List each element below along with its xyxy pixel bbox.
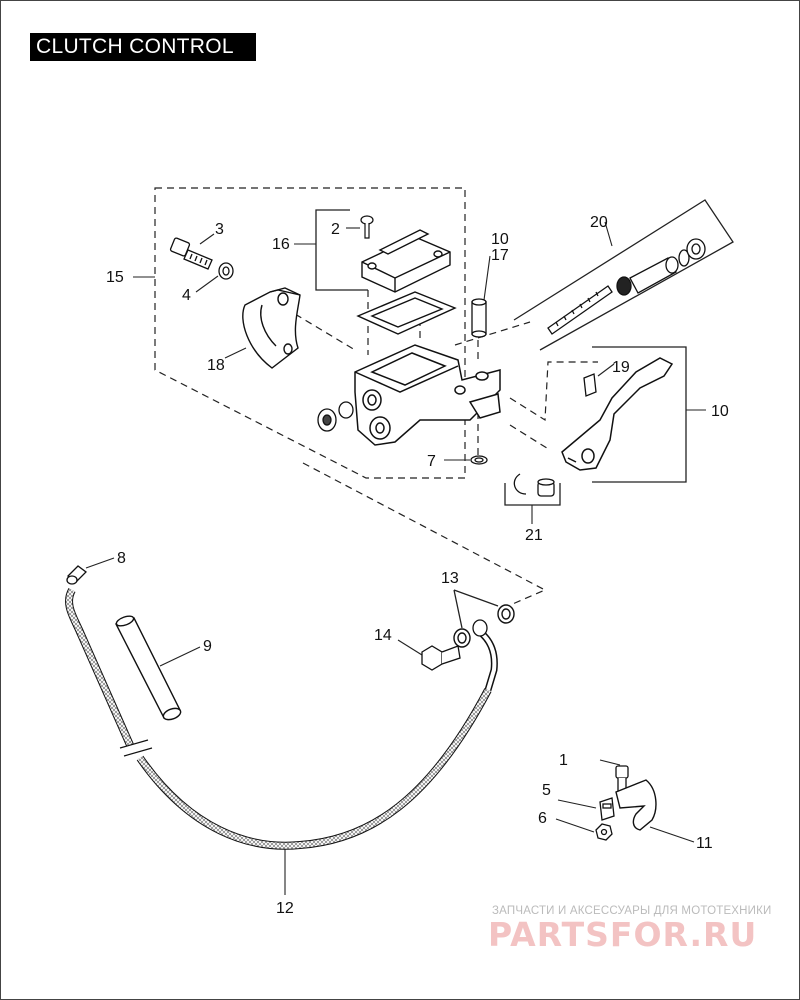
callout-7: 7 (427, 453, 436, 470)
bracket-13 (453, 589, 499, 629)
master-piston-leader (454, 321, 531, 346)
callout-12: 12 (276, 900, 294, 917)
part-11-hose-clip (615, 779, 657, 831)
part-7-retaining-ring (470, 455, 488, 465)
watermark-tagline: ЗАПЧАСТИ И АКСЕССУАРЫ ДЛЯ МОТОТЕХНИКИ (492, 905, 772, 917)
part-4-washer (218, 262, 234, 280)
callout-8: 8 (117, 550, 126, 567)
part-5-clamp (599, 797, 615, 821)
part-16-cover (361, 229, 451, 293)
callout-3: 3 (215, 221, 224, 238)
part-10-lever (561, 357, 674, 471)
callout-10-top: 10 (491, 231, 509, 248)
sight-glass (317, 401, 354, 432)
part-21-pivot (513, 473, 555, 497)
callout-13: 13 (441, 570, 459, 587)
part-3-screw (169, 237, 213, 270)
bracket-20 (513, 199, 734, 351)
part-17-pin (471, 298, 487, 338)
assembly-15-box (154, 187, 466, 479)
callout-18: 18 (207, 357, 225, 374)
callout-labels: 1 2 3 4 5 6 7 8 9 10 10 11 12 13 14 15 1… (106, 214, 729, 917)
lever-leader-line (509, 361, 598, 422)
part-19-lever-pin (583, 373, 597, 397)
hose-leader-line (302, 462, 547, 607)
bracket-16 (315, 209, 368, 291)
part-16-gasket (356, 291, 457, 335)
bracket-10 (592, 346, 687, 483)
part-18-clamp (242, 287, 301, 369)
callout-14: 14 (374, 627, 392, 644)
diagram-title: CLUTCH CONTROL (30, 33, 256, 61)
callout-leaders (85, 221, 706, 895)
callout-21: 21 (525, 527, 543, 544)
part-9-sleeve (115, 615, 182, 721)
callout-6: 6 (538, 810, 547, 827)
part-20-piston-kit (547, 238, 706, 335)
callout-16: 16 (272, 236, 290, 253)
part-6-nut (595, 823, 613, 841)
callout-5: 5 (542, 782, 551, 799)
callout-10-lever: 10 (711, 403, 729, 420)
callout-11: 11 (696, 835, 713, 852)
part-14-banjo-bolt (421, 645, 461, 671)
callout-19: 19 (612, 359, 630, 376)
callout-9: 9 (203, 638, 212, 655)
callout-4: 4 (182, 287, 191, 304)
callout-1: 1 (559, 752, 568, 769)
callout-2: 2 (331, 221, 340, 238)
callout-15: 15 (106, 269, 124, 286)
part-8-fitting (66, 565, 87, 585)
part-12-hose (65, 588, 498, 850)
pivot-leader (509, 424, 551, 451)
callout-17: 17 (491, 247, 509, 264)
watermark-brand: PARTSFOR.RU (488, 915, 758, 954)
part-15-master-cylinder (354, 344, 501, 446)
part-2-screw (360, 215, 374, 239)
callout-20: 20 (590, 214, 608, 231)
part-13-washers (453, 604, 515, 648)
